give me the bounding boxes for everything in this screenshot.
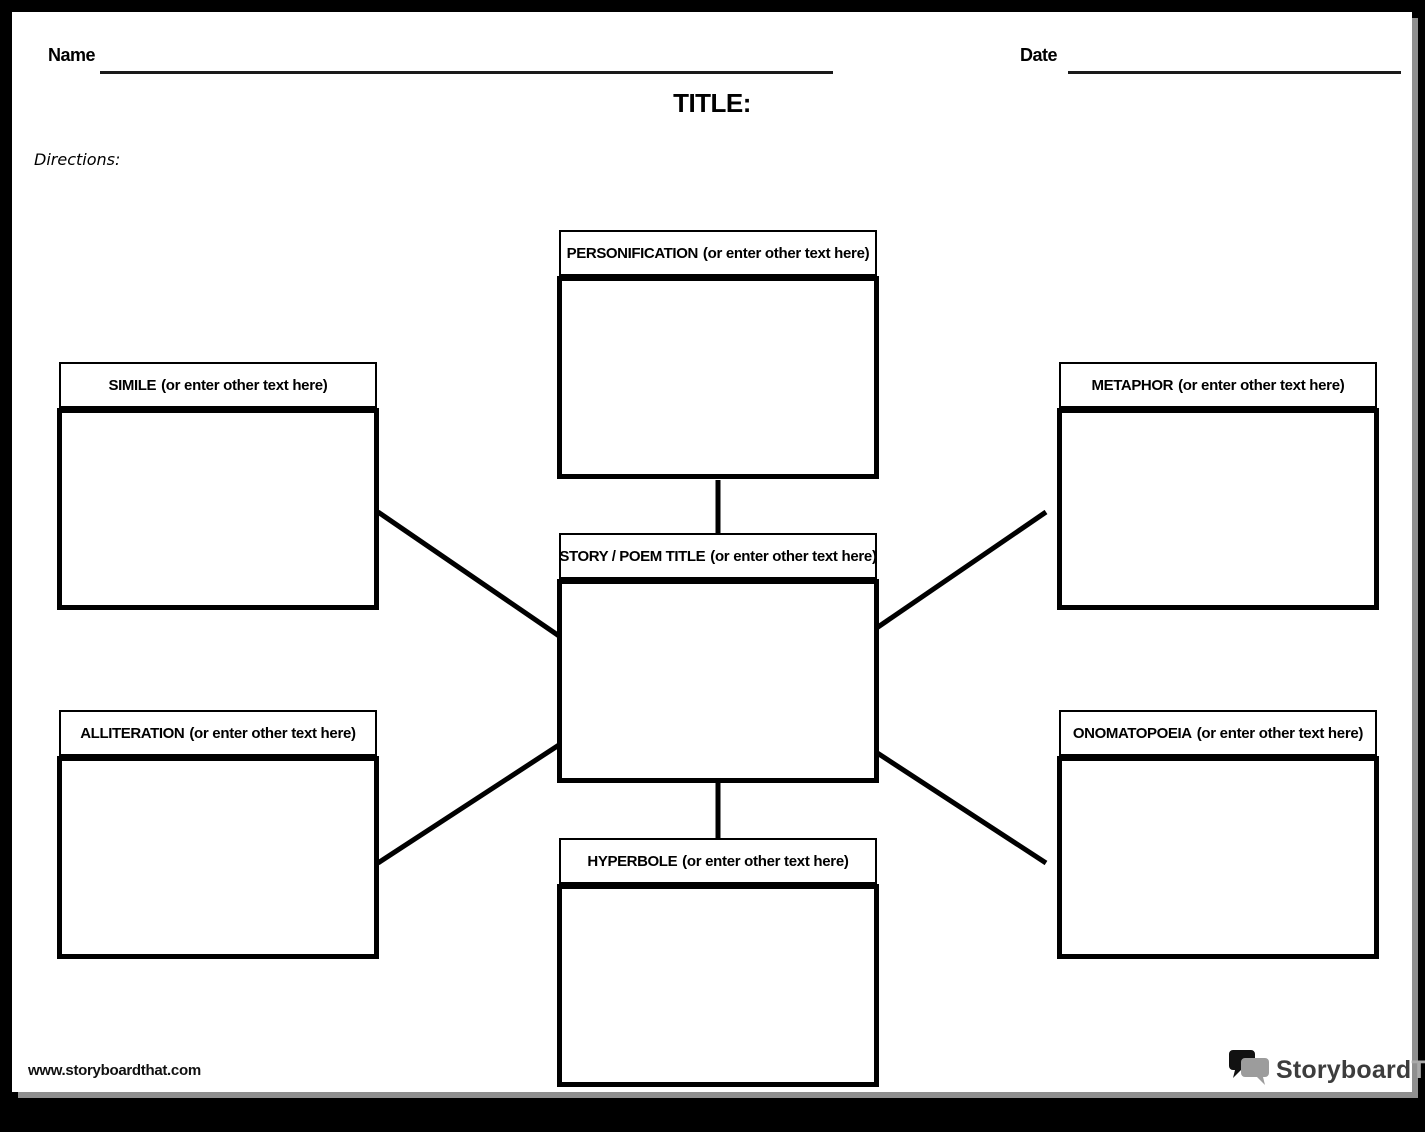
node-onomatopoeia-keyword: ONOMATOPOEIA: [1072, 724, 1192, 742]
node-onomatopoeia-suffix: (or enter other text here): [1196, 724, 1364, 742]
node-simile-keyword: SIMILE: [108, 376, 157, 394]
speech-bubbles-icon: [1229, 1050, 1269, 1085]
name-fill-in-line[interactable]: [100, 71, 833, 74]
node-onomatopoeia-writing-area[interactable]: [1057, 756, 1379, 959]
website-url: www.storyboardthat.com: [28, 1062, 201, 1079]
node-personification-keyword: PERSONIFICATION: [566, 244, 699, 262]
worksheet-page: Name Date TITLE: Directions: PERSONIFICA…: [12, 12, 1425, 1092]
node-metaphor-suffix: (or enter other text here): [1178, 376, 1345, 394]
date-label: Date: [1020, 45, 1058, 65]
node-simile-title[interactable]: SIMILE (or enter other text here): [59, 362, 377, 408]
node-personification-writing-area[interactable]: [557, 276, 879, 479]
page-title: TITLE:: [673, 88, 751, 118]
name-label: Name: [48, 45, 96, 65]
node-hyperbole: HYPERBOLE (or enter other text here): [557, 838, 879, 1087]
node-alliteration-writing-area[interactable]: [57, 756, 379, 959]
node-simile: SIMILE (or enter other text here): [57, 362, 379, 610]
node-story-poem-title: STORY / POEM TITLE (or enter other text …: [557, 533, 879, 783]
node-onomatopoeia-title[interactable]: ONOMATOPOEIA (or enter other text here): [1059, 710, 1377, 756]
logo-text: StoryboardThat: [1276, 1056, 1425, 1085]
logo-text-primary: Storyboard: [1276, 1055, 1412, 1084]
connector-story-alliteration: [376, 740, 564, 866]
storyboardthat-logo: StoryboardThat: [1228, 1048, 1425, 1092]
node-hyperbole-keyword: HYPERBOLE: [587, 852, 678, 870]
node-simile-suffix: (or enter other text here): [161, 376, 328, 394]
node-personification-title[interactable]: PERSONIFICATION (or enter other text her…: [559, 230, 877, 276]
connector-story-metaphor: [860, 509, 1048, 641]
node-alliteration-title[interactable]: ALLITERATION (or enter other text here): [59, 710, 377, 756]
node-alliteration-keyword: ALLITERATION: [80, 724, 185, 742]
node-story-keyword: STORY / POEM TITLE: [559, 547, 706, 565]
node-alliteration-suffix: (or enter other text here): [189, 724, 356, 742]
node-alliteration: ALLITERATION (or enter other text here): [57, 710, 379, 959]
connector-story-onomatopoeia: [860, 740, 1048, 866]
node-personification: PERSONIFICATION (or enter other text her…: [557, 230, 879, 479]
node-hyperbole-writing-area[interactable]: [557, 884, 879, 1087]
node-metaphor-writing-area[interactable]: [1057, 408, 1379, 610]
node-onomatopoeia: ONOMATOPOEIA (or enter other text here): [1057, 710, 1379, 959]
node-story-suffix: (or enter other text here): [710, 547, 877, 565]
node-story-title[interactable]: STORY / POEM TITLE (or enter other text …: [559, 533, 877, 579]
node-story-writing-area[interactable]: [557, 579, 879, 783]
directions-label: Directions:: [34, 150, 121, 169]
node-simile-writing-area[interactable]: [57, 408, 379, 610]
connector-story-simile: [376, 509, 564, 641]
node-hyperbole-suffix: (or enter other text here): [682, 852, 849, 870]
logo-text-secondary: That: [1411, 1055, 1425, 1084]
node-hyperbole-title[interactable]: HYPERBOLE (or enter other text here): [559, 838, 877, 884]
node-personification-suffix: (or enter other text here): [702, 244, 870, 262]
node-metaphor-keyword: METAPHOR: [1091, 376, 1174, 394]
date-fill-in-line[interactable]: [1068, 71, 1401, 74]
node-metaphor-title[interactable]: METAPHOR (or enter other text here): [1059, 362, 1377, 408]
node-metaphor: METAPHOR (or enter other text here): [1057, 362, 1379, 610]
